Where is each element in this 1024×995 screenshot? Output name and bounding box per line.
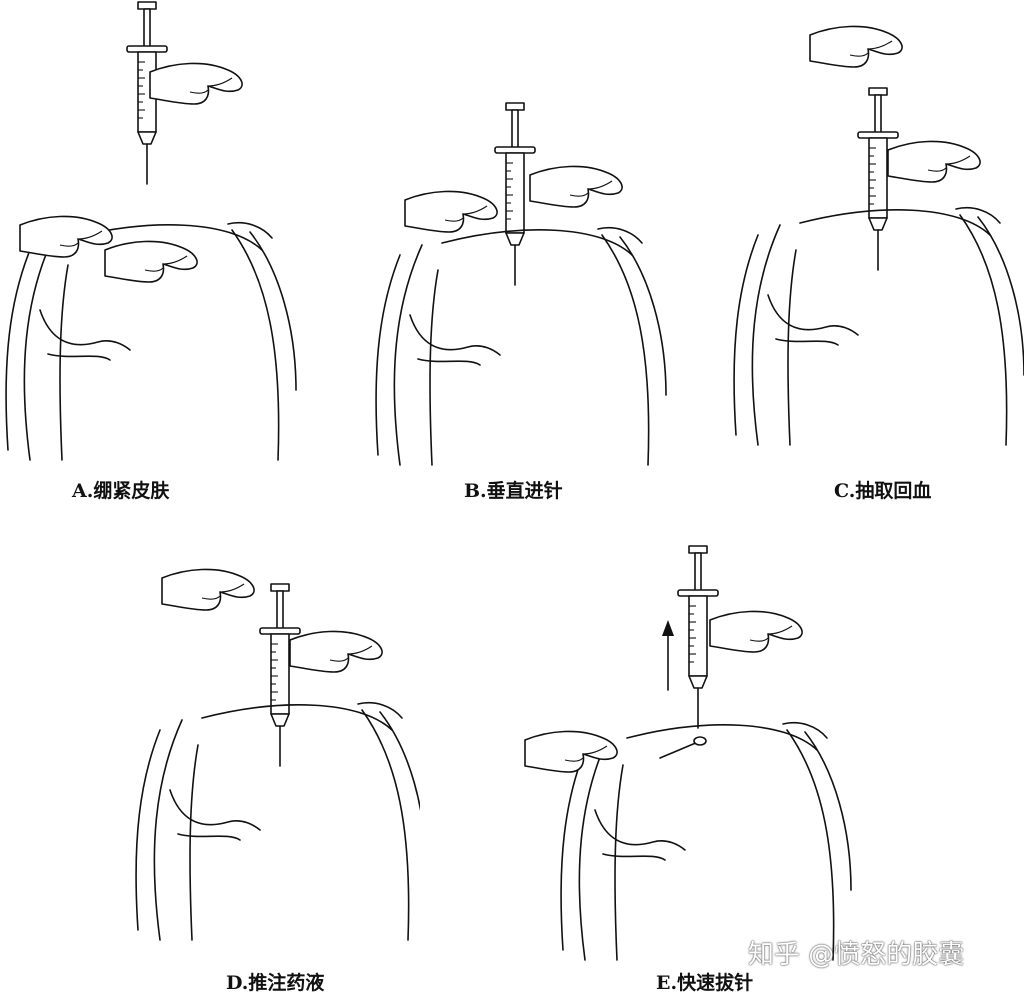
panel-e-caption: E.快速拔针 — [656, 972, 754, 994]
panel-b-caption: B.垂直进针 — [464, 480, 563, 502]
panel-a: A.绷紧皮肤 — [0, 0, 330, 510]
cotton-swab — [659, 741, 699, 759]
panel-c-illustration — [733, 25, 1024, 446]
panel-d-illustration — [135, 568, 427, 941]
cotton-tip-icon — [693, 736, 707, 746]
panel-d: D.推注药液 — [130, 540, 427, 994]
panel-d-caption: D.推注药液 — [226, 972, 325, 994]
panel-e: E.快速拔针 — [510, 540, 870, 994]
panel-a-caption: A.绷紧皮肤 — [72, 480, 170, 502]
arrow-head-icon — [662, 620, 674, 636]
panel-c: C.抽取回血 — [728, 0, 1024, 510]
panel-e-illustration — [524, 545, 852, 961]
panel-c-caption: C.抽取回血 — [834, 480, 932, 502]
panel-a-illustration — [5, 1, 297, 461]
panel-b-illustration — [375, 102, 667, 466]
panel-b: B.垂直进针 — [370, 0, 690, 510]
watermark: 知乎 @愤怒的胶囊 — [748, 940, 965, 970]
